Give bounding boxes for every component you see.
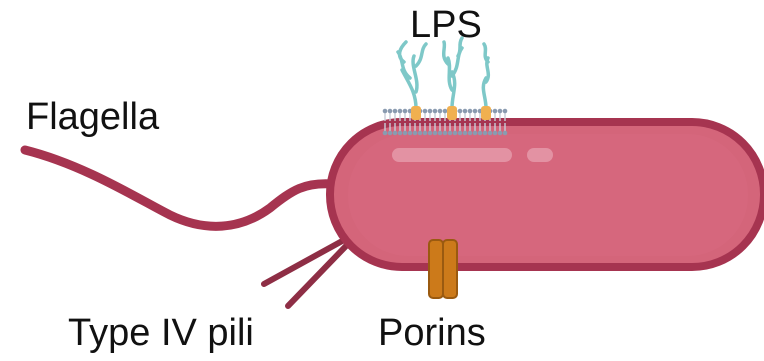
lps-chain-right (483, 44, 488, 108)
lipid-head (463, 109, 468, 114)
porin-right-barrel (443, 240, 457, 298)
flagella-strand (25, 150, 333, 226)
lipid-head (398, 131, 403, 136)
lipid-head (458, 109, 463, 114)
lipid-head (488, 131, 493, 136)
lipid-head (393, 109, 398, 114)
lipid-head (403, 131, 408, 136)
lipid-head (463, 131, 468, 136)
porin-channel (429, 240, 457, 298)
lipid-head (403, 109, 408, 114)
lipid-head (433, 109, 438, 114)
lipid-head (418, 131, 423, 136)
lipid-head (393, 131, 398, 136)
lipid-head (383, 131, 388, 136)
lipid-head (448, 131, 453, 136)
lipid-head (443, 109, 448, 114)
lipid-head (468, 109, 473, 114)
lipid-head (503, 131, 508, 136)
lipid-head (398, 109, 403, 114)
porins-label: Porins (378, 314, 486, 352)
lipid-head (473, 109, 478, 114)
lipid-head (473, 131, 478, 136)
porin-left-barrel (429, 240, 443, 298)
lps-chain-left (398, 42, 426, 108)
lipid-head (438, 109, 443, 114)
lipid-head (498, 109, 503, 114)
lipid-anchor-left (411, 106, 421, 120)
lipid-head (493, 131, 498, 136)
lipid-head (428, 109, 433, 114)
lipid-anchor-middle (447, 106, 457, 120)
cell-highlight-long (392, 148, 512, 162)
lipid-head (503, 109, 508, 114)
lipid-head (498, 131, 503, 136)
lipid-head (478, 131, 483, 136)
lipid-head (493, 109, 498, 114)
lipid-head (483, 131, 488, 136)
lipid-head (428, 131, 433, 136)
lipid-head (388, 131, 393, 136)
lps-chains (398, 38, 488, 108)
lipid-head (433, 131, 438, 136)
lps-label: LPS (410, 6, 482, 44)
flagella-label: Flagella (26, 98, 159, 136)
lps-chain-middle (444, 38, 462, 108)
lipid-head (413, 131, 418, 136)
lipid-head (423, 131, 428, 136)
type-iv-pili-label: Type IV pili (68, 314, 254, 352)
lipid-head (458, 131, 463, 136)
cell-highlight-short (527, 148, 553, 162)
lipid-head (468, 131, 473, 136)
lipid-head (453, 131, 458, 136)
lipid-head (383, 109, 388, 114)
lipid-head (408, 131, 413, 136)
lipid-anchor-right (481, 106, 491, 120)
lipid-head (438, 131, 443, 136)
lipid-head (423, 109, 428, 114)
lipid-head (388, 109, 393, 114)
lipid-head (443, 131, 448, 136)
